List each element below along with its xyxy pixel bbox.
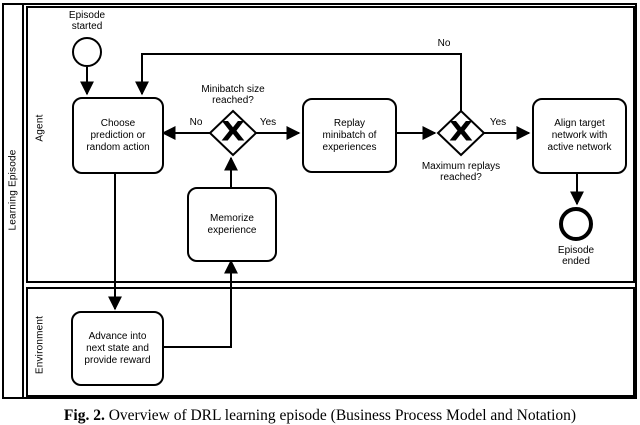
pool-title-band-divider <box>22 3 24 399</box>
figure-caption: Fig. 2. Overview of DRL learning episode… <box>0 407 640 425</box>
figure-caption-text: Overview of DRL learning episode (Busine… <box>104 407 577 424</box>
gateway-max-replays-no-label: No <box>437 38 451 49</box>
gateway-minibatch-yes-label: Yes <box>259 117 277 128</box>
task-choose-action: Choose prediction or random action <box>72 97 164 174</box>
flow-advance-to-memorize <box>160 259 238 348</box>
lane-environment <box>26 287 635 397</box>
task-memorize-experience: Memorize experience <box>187 187 277 262</box>
start-event-label: Episode started <box>68 10 106 32</box>
task-align-target-network: Align target network with active network <box>532 98 627 174</box>
flow-gateway2-no-loop-to-choose <box>135 53 462 111</box>
pool-border <box>2 3 637 399</box>
end-event-circle <box>559 207 593 241</box>
task-replay-minibatch: Replay minibatch of experiences <box>302 98 397 173</box>
end-event-label: Episode ended <box>557 245 595 267</box>
gateway-minibatch-no-label: No <box>189 117 203 128</box>
xor-gateway-icon: X <box>221 116 245 148</box>
lane-agent <box>26 6 635 283</box>
start-event-circle <box>72 37 102 67</box>
gateway-max-replays-yes-label: Yes <box>489 117 507 128</box>
figure-caption-number: Fig. 2. <box>63 407 105 424</box>
xor-gateway-icon: X <box>449 116 473 148</box>
gateway-max-replays-question: Maximum replays reached? <box>421 161 501 183</box>
gateway-max-replays-diamond <box>436 109 486 157</box>
gateway-minibatch-diamond <box>208 109 258 157</box>
gateway-minibatch-question: Minibatch size reached? <box>201 84 265 106</box>
task-advance-state: Advance into next state and provide rewa… <box>71 311 164 386</box>
